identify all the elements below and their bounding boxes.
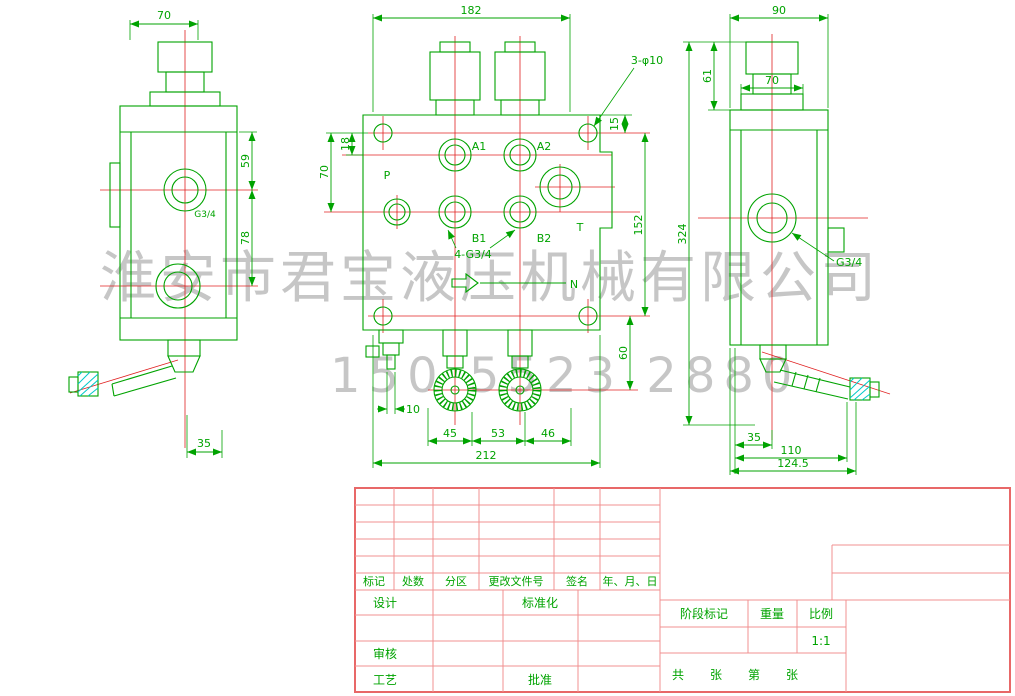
mount-hole-br — [578, 306, 598, 326]
mount-holes-callout: 3-φ10 — [631, 54, 663, 67]
adjuster-2 — [498, 368, 542, 412]
port-n-label: N — [570, 278, 578, 291]
standardization-label: 标准化 — [522, 596, 558, 610]
adjuster-1 — [433, 368, 477, 412]
dim-front-60: 60 — [617, 346, 630, 360]
port-a1-label: A1 — [472, 140, 487, 153]
mount-hole-tl — [373, 123, 393, 143]
port-threads-callout: 4-G3/4 — [454, 248, 492, 261]
dim-right-124-5: 124.5 — [777, 457, 809, 470]
mount-hole-bl — [373, 306, 393, 326]
title-block-grid — [355, 488, 1010, 692]
scale-label: 比例 — [809, 607, 833, 621]
design-label: 设计 — [373, 596, 397, 610]
port-a2-circle — [503, 138, 537, 172]
front-view-labels: A1 A2 B1 B2 P T N 3-φ10 4-G3/4 — [384, 54, 663, 291]
port-t-circle — [539, 166, 581, 208]
left-port-lower — [155, 263, 201, 309]
front-valve-body — [362, 114, 613, 331]
front-view: A1 A2 B1 B2 P T N 3-φ10 4-G3/4 182 — [318, 4, 663, 468]
header-change-doc: 更改文件号 — [489, 574, 544, 588]
right-view-dimensions: 90 61 70 324 35 110 — [676, 4, 862, 475]
right-valve-body — [729, 109, 829, 346]
dim-left-59: 59 — [239, 154, 252, 168]
watermark-company-name: 淮安市君宝液压机械有限公司 — [100, 246, 880, 311]
dim-right-110: 110 — [781, 444, 802, 457]
left-handle-hatch — [77, 371, 99, 397]
port-a2-label: A2 — [537, 140, 552, 153]
mount-hole-tr — [578, 123, 598, 143]
port-b2-label: B2 — [537, 232, 552, 245]
front-view-body — [362, 41, 613, 412]
port-t-label: T — [576, 221, 584, 234]
sheet-no-unit: 张 — [786, 668, 798, 682]
audit-label: 审核 — [373, 646, 397, 661]
right-view-body — [729, 41, 880, 401]
adjuster-2-knurl — [499, 369, 541, 411]
dim-front-45: 45 — [443, 427, 457, 440]
header-signature: 签名 — [566, 574, 588, 588]
left-side-view: 70 59 78 35 G3/4 — [68, 9, 258, 458]
left-port-thread-label: G3/4 — [194, 210, 216, 220]
right-port-circle — [747, 193, 797, 243]
dim-right-324: 324 — [676, 224, 689, 245]
right-handle-hatch — [849, 377, 871, 401]
dim-front-152: 152 — [632, 215, 645, 236]
left-view-body — [68, 41, 238, 397]
dim-right-90: 90 — [772, 4, 786, 17]
header-mark: 标记 — [363, 574, 385, 588]
approve-label: 批准 — [528, 672, 552, 687]
header-count: 处数 — [402, 575, 424, 588]
left-valve-body — [119, 105, 238, 341]
left-lever-handle — [77, 371, 99, 397]
left-view-centerlines — [69, 30, 258, 448]
dim-left-70: 70 — [157, 9, 171, 22]
dim-front-15: 15 — [608, 117, 621, 131]
sheet-total-label: 共 — [672, 668, 684, 682]
left-port-upper — [163, 168, 207, 212]
sheet-total-unit: 张 — [710, 668, 722, 682]
dim-left-35: 35 — [197, 437, 211, 450]
right-port-thread-label: G3/4 — [836, 256, 862, 269]
sheet-no-label: 第 — [748, 668, 760, 682]
dim-front-18: 18 — [339, 137, 352, 151]
stage-mark-label: 阶段标记 — [680, 606, 728, 621]
port-a1-circle — [438, 138, 472, 172]
dim-front-182: 182 — [461, 4, 482, 17]
watermark-phone-number: 150 5523 2880 — [330, 348, 801, 404]
dim-right-70: 70 — [765, 74, 779, 87]
port-p-label: P — [384, 169, 391, 182]
port-p-circle — [383, 198, 411, 226]
dim-front-212: 212 — [476, 449, 497, 462]
dim-left-78: 78 — [239, 231, 252, 245]
scale-value: 1:1 — [811, 634, 830, 648]
front-view-dimensions: 182 18 70 15 152 60 10 — [318, 4, 649, 468]
header-date: 年、月、日 — [603, 574, 658, 588]
weight-label: 重量 — [760, 607, 784, 621]
dim-front-53: 53 — [491, 427, 505, 440]
header-zone: 分区 — [445, 575, 467, 588]
left-view-dimensions: 70 59 78 35 G3/4 — [129, 9, 257, 458]
right-side-view: 90 61 70 324 35 110 — [676, 4, 891, 475]
port-b1-circle — [438, 195, 472, 229]
port-b2-circle — [503, 195, 537, 229]
title-block: 标记 处数 分区 更改文件号 签名 年、月、日 设计 标准化 审核 工艺 批准 … — [354, 487, 1011, 693]
flow-arrow-icon — [451, 272, 479, 294]
dim-front-46: 46 — [541, 427, 555, 440]
dim-front-70: 70 — [318, 165, 331, 179]
dim-front-10: 10 — [406, 403, 420, 416]
port-b1-label: B1 — [472, 232, 487, 245]
dim-right-35: 35 — [747, 431, 761, 444]
adjuster-1-knurl — [434, 369, 476, 411]
title-block-labels: 标记 处数 分区 更改文件号 签名 年、月、日 设计 标准化 审核 工艺 批准 … — [363, 574, 833, 687]
dim-right-61: 61 — [701, 69, 714, 83]
process-label: 工艺 — [373, 673, 397, 687]
